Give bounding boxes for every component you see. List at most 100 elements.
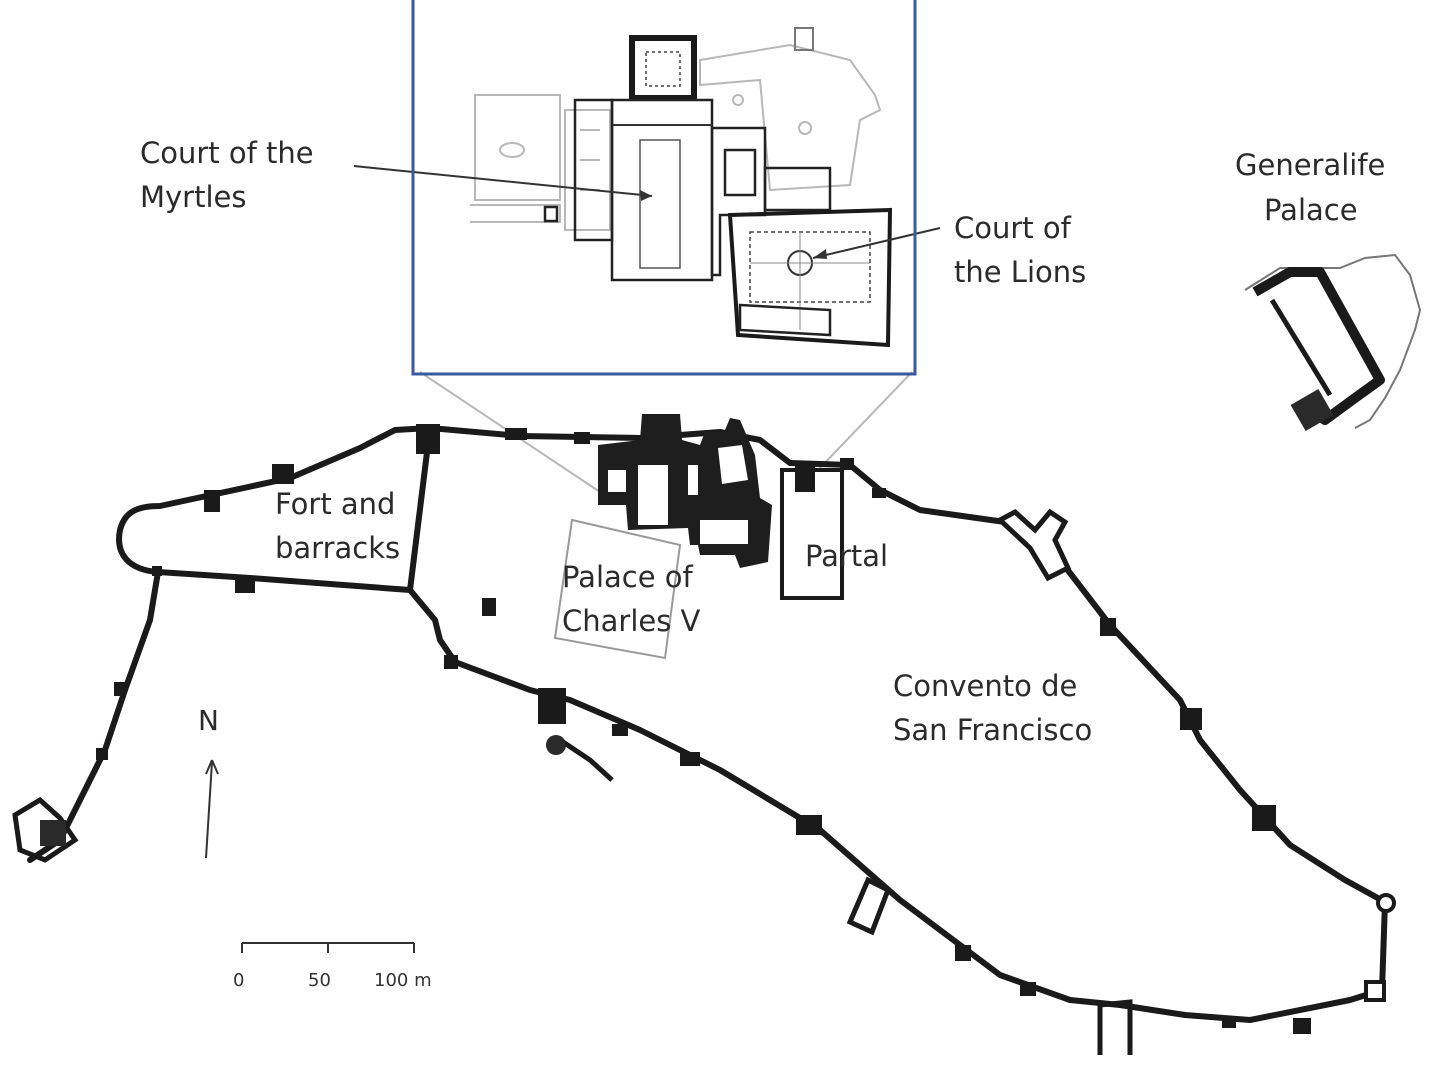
inset-faint-west xyxy=(474,94,561,201)
partal-outline xyxy=(780,468,844,600)
tower xyxy=(1293,1018,1311,1034)
inset-frame xyxy=(411,0,917,376)
fortress-walls xyxy=(12,424,1396,1055)
tower xyxy=(574,432,590,444)
label-court-myrtles-1: Court of the xyxy=(140,136,314,170)
label-convento-2: San Francisco xyxy=(893,713,1092,747)
south-spur-tower xyxy=(546,735,566,755)
fort-cross-wall xyxy=(407,425,433,593)
tower xyxy=(505,428,527,440)
tower xyxy=(680,752,700,766)
tower xyxy=(272,464,294,484)
inset-lions-south xyxy=(738,303,832,337)
tower xyxy=(796,815,822,835)
north-arrow-label: N xyxy=(198,704,219,737)
tower xyxy=(538,688,566,724)
palace-charles-v-outline xyxy=(553,518,682,660)
label-generalife-1: Generalife xyxy=(1235,148,1385,182)
label-court-myrtles-2: Myrtles xyxy=(140,180,246,214)
tower xyxy=(444,655,458,669)
label-court-lions-2: the Lions xyxy=(954,255,1086,289)
label-partal: Partal xyxy=(805,539,888,573)
tower xyxy=(1252,805,1276,831)
label-fort-1: Fort and xyxy=(275,487,395,521)
inset-faint-rooms xyxy=(564,109,611,231)
scale-label-0: 0 xyxy=(233,970,244,991)
generalife-body xyxy=(1252,267,1385,425)
inset-comares-tower xyxy=(629,35,697,101)
inset-myrtles-pool xyxy=(639,139,681,269)
palace-courtyard-b xyxy=(608,470,626,492)
label-convento-1: Convento de xyxy=(893,669,1077,703)
tower xyxy=(840,458,854,470)
north-arrow-head xyxy=(205,759,219,775)
lions-pointer-head xyxy=(813,249,827,259)
south-spur xyxy=(558,737,614,782)
label-palace-charles-2: Charles V xyxy=(562,604,701,638)
nasrid-palaces xyxy=(598,414,772,568)
north-arrow: N xyxy=(198,704,219,859)
map-labels: Court of the Myrtles Court of the Lions … xyxy=(140,136,1385,747)
west-spur-wall xyxy=(27,569,161,863)
tower xyxy=(1222,1016,1236,1028)
outer-wall xyxy=(116,425,1388,1023)
north-arrow-shaft xyxy=(205,761,213,859)
inset-comares-hall xyxy=(645,51,681,87)
inset-myrtles-court xyxy=(610,98,714,282)
myrtles-pointer-head xyxy=(640,190,652,201)
tower xyxy=(955,945,971,961)
inset-faint-pool xyxy=(499,142,525,158)
label-court-lions-1: Court of xyxy=(954,211,1072,245)
tower xyxy=(96,748,108,760)
tower xyxy=(152,566,162,576)
tower xyxy=(872,488,886,498)
inset-west-rooms xyxy=(573,98,614,242)
lions-pointer xyxy=(812,227,941,259)
inset-mid-room-a xyxy=(723,148,757,197)
scale-bar: 0 50 100 m xyxy=(233,942,432,991)
tower xyxy=(416,424,440,454)
inset-faint-circle-b xyxy=(798,121,812,135)
inset-faint-ramp xyxy=(470,204,561,223)
inset-faint-east xyxy=(699,43,882,192)
label-generalife-2: Palace xyxy=(1264,193,1358,227)
scale-label-50: 50 xyxy=(308,970,331,991)
tower xyxy=(114,682,126,696)
inset-faint-tower xyxy=(794,27,814,51)
inset-west-small xyxy=(543,205,559,223)
inset-palace-plan xyxy=(353,0,941,493)
generalife-block xyxy=(1290,389,1334,431)
tower xyxy=(795,462,815,492)
inset-mid-rooms xyxy=(710,126,767,277)
tower xyxy=(612,724,628,736)
inset-guide-right xyxy=(817,371,913,471)
palace-room-d xyxy=(688,465,698,495)
generalife-plan xyxy=(1244,253,1422,431)
tower xyxy=(204,490,220,512)
generalife-outline xyxy=(1244,253,1422,429)
inset-lions-court-outer xyxy=(727,207,893,348)
south-gate xyxy=(1097,999,1133,1055)
tower xyxy=(1020,982,1036,996)
palace-courtyard xyxy=(638,465,668,525)
myrtles-pointer xyxy=(353,165,653,197)
south-bastion xyxy=(846,876,892,936)
east-corner-tower xyxy=(1376,893,1396,913)
tower xyxy=(235,577,255,593)
inset-faint-circle-a xyxy=(732,94,744,106)
west-bastion xyxy=(12,796,79,863)
label-fort-2: barracks xyxy=(275,531,400,565)
generalife-inner xyxy=(1269,298,1333,397)
palace-courtyard-lions xyxy=(700,520,748,544)
east-bastion xyxy=(995,508,1072,582)
west-bastion-block xyxy=(40,820,66,846)
scale-label-100: 100 m xyxy=(374,970,432,991)
tower xyxy=(1180,708,1202,730)
palace-court-c xyxy=(718,445,748,484)
southeast-tower xyxy=(1364,980,1386,1002)
inset-lions-court xyxy=(749,231,871,303)
tower xyxy=(482,598,496,616)
tower xyxy=(1100,618,1116,636)
label-palace-charles-1: Palace of xyxy=(562,560,694,594)
